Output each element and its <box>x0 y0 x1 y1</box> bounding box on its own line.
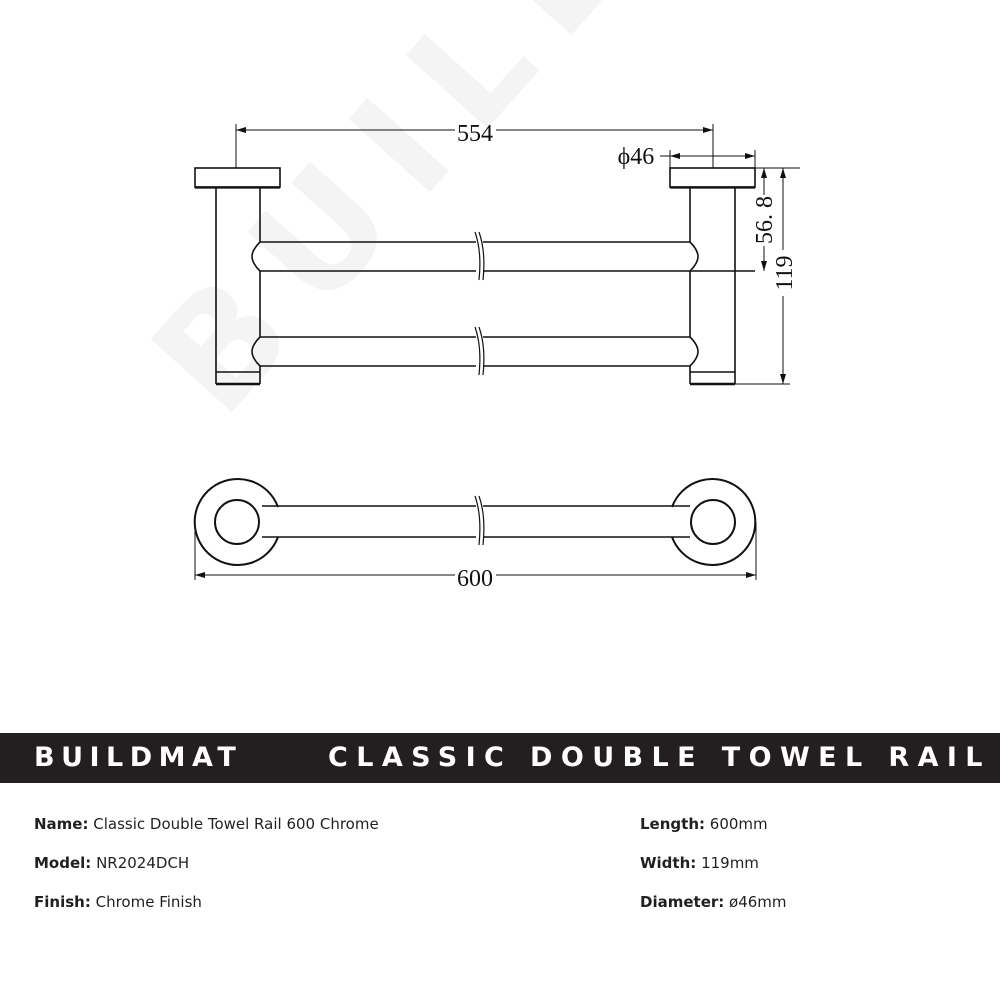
top-view <box>193 478 757 566</box>
spec-value: 119mm <box>701 854 759 872</box>
spec-value: Chrome Finish <box>95 893 202 911</box>
right-flange <box>669 167 756 188</box>
spec-diameter: Diameter: ø46mm <box>640 890 787 929</box>
left-flange <box>194 167 281 188</box>
spec-value: ø46mm <box>729 893 787 911</box>
front-dimension-labels: 554 ϕ46 56. 8 119 <box>457 121 798 291</box>
bottom-rail <box>251 326 699 376</box>
spec-value: 600mm <box>709 815 768 833</box>
spec-label: Model: <box>34 854 92 872</box>
spec-label: Length: <box>640 815 705 833</box>
right-rosette-inner <box>690 499 736 545</box>
spec-value: Classic Double Towel Rail 600 Chrome <box>93 815 379 833</box>
spec-value: NR2024DCH <box>96 854 190 872</box>
top-rail <box>251 231 755 281</box>
dim-600: 600 <box>457 566 493 592</box>
top-dimensions <box>194 522 757 580</box>
spec-model: Model: NR2024DCH <box>34 851 379 890</box>
technical-drawing: 554 ϕ46 56. 8 119 600 <box>193 121 800 592</box>
title-banner: BUILDMAT CLASSIC DOUBLE TOWEL RAIL <box>0 733 1000 783</box>
dim-56-8: 56. 8 <box>752 196 778 244</box>
spec-list-left: Name: Classic Double Towel Rail 600 Chro… <box>34 812 379 929</box>
spec-label: Width: <box>640 854 697 872</box>
spec-width: Width: 119mm <box>640 851 787 890</box>
spec-finish: Finish: Chrome Finish <box>34 890 379 929</box>
dim-119: 119 <box>772 255 798 290</box>
spec-label: Finish: <box>34 893 91 911</box>
product-title: CLASSIC DOUBLE TOWEL RAIL <box>328 742 991 773</box>
right-rosette-outer <box>671 478 757 566</box>
front-dimensions <box>235 124 800 385</box>
dim-554: 554 <box>457 121 493 147</box>
spec-label: Name: <box>34 815 89 833</box>
spec-name: Name: Classic Double Towel Rail 600 Chro… <box>34 812 379 851</box>
left-rosette-inner <box>214 499 260 545</box>
brand-logo-text: BUILDMAT <box>34 742 243 773</box>
spec-label: Diameter: <box>640 893 725 911</box>
spec-list-right: Length: 600mm Width: 119mm Diameter: ø46… <box>640 812 787 929</box>
front-view <box>194 167 756 386</box>
dim-diameter-46: ϕ46 <box>618 144 655 170</box>
spec-length: Length: 600mm <box>640 812 787 851</box>
